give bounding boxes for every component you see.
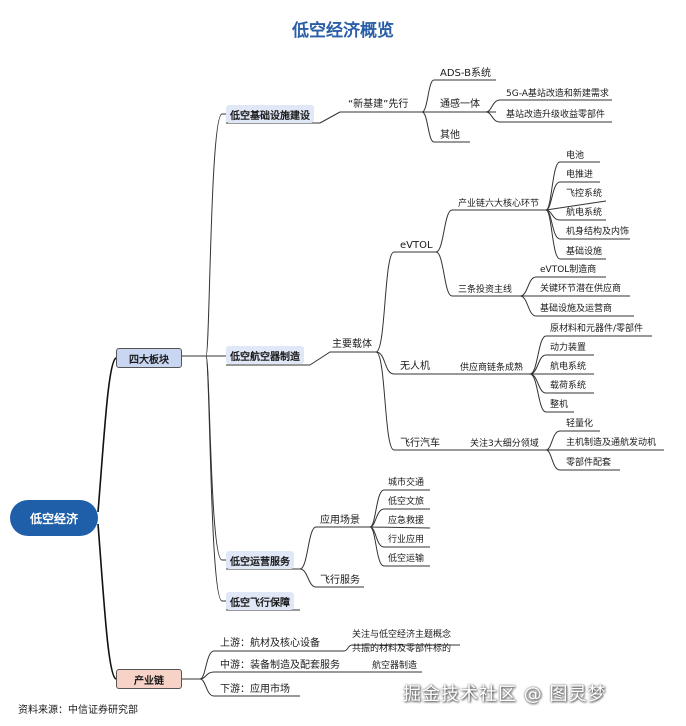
node-sensing-item: 5G-A基站改造和新建需求 — [506, 89, 609, 99]
node-midstream: 中游：装备制造及配套服务 — [220, 660, 340, 671]
node-flying-car: 飞行汽车 — [400, 438, 440, 449]
node-upstream-note: 关注与低空经济主题概念 — [352, 630, 452, 640]
list-item: eVTOL制造商 — [540, 265, 597, 275]
node-other: 其他 — [440, 130, 460, 141]
list-item: 低空运输 — [388, 554, 425, 564]
list-item: 动力装置 — [550, 343, 587, 353]
list-item: 载荷系统 — [550, 381, 587, 391]
watermark: 掘金技术社区 @ 图灵梦 — [403, 684, 607, 705]
node-midstream-note: 航空器制造 — [372, 661, 418, 671]
list-item: 行业应用 — [388, 535, 425, 545]
node-downstream: 下游：应用市场 — [220, 684, 290, 695]
branch-four-sections: 四大板块 — [116, 348, 182, 368]
list-item: 航电系统 — [550, 362, 587, 372]
list-item: 电池 — [566, 151, 585, 161]
node-sensing: 通感一体 — [440, 99, 480, 110]
branch-industry-chain: 产业链 — [116, 669, 182, 689]
list-item: 飞控系统 — [566, 189, 603, 199]
node-scenes: 应用场景 — [320, 515, 360, 526]
list-item: 零部件配套 — [566, 458, 612, 468]
list-item: 基础设施 — [566, 247, 603, 257]
list-item: 关键环节潜在供应商 — [540, 284, 622, 294]
node-new-infra: “新基建”先行 — [348, 99, 409, 110]
root-node: 低空经济 — [10, 500, 98, 536]
list-item: 机身结构及内饰 — [566, 227, 630, 237]
node-six-links: 产业链六大核心环节 — [458, 199, 540, 209]
category-aircraft: 低空航空器制造 — [226, 346, 304, 364]
list-item: 原材料和元器件/零部件 — [550, 324, 644, 334]
node-adsb: ADS-B系统 — [440, 68, 492, 79]
page-title: 低空经济概览 — [292, 21, 394, 41]
list-item: 应急救援 — [388, 516, 425, 526]
list-item: 整机 — [550, 400, 569, 410]
node-flight-service: 飞行服务 — [320, 575, 360, 586]
node-three-segments: 关注3大细分领域 — [470, 439, 539, 449]
node-three-lines: 三条投资主线 — [458, 285, 513, 295]
list-item: 城市交通 — [388, 478, 425, 488]
node-sensing-item: 基站改造升级收益零部件 — [506, 110, 606, 120]
node-drone: 无人机 — [400, 361, 430, 372]
category-infrastructure: 低空基础设施建设 — [226, 105, 314, 123]
list-item: 电推进 — [566, 170, 594, 180]
node-main-carrier: 主要载体 — [332, 339, 372, 350]
list-item: 航电系统 — [566, 208, 603, 218]
category-support: 低空飞行保障 — [226, 592, 294, 610]
node-upstream: 上游：航材及核心设备 — [220, 638, 320, 649]
source-note: 资料来源：中信证券研究部 — [18, 705, 138, 716]
node-evtol: eVTOL — [400, 240, 433, 251]
list-item: 基础设施及运营商 — [540, 304, 613, 314]
node-supply-chain: 供应商链条成熟 — [460, 363, 524, 373]
list-item: 轻量化 — [566, 419, 594, 429]
node-upstream-note: 共振的材料及零部件标的 — [352, 644, 452, 654]
list-item: 低空文旅 — [388, 497, 425, 507]
category-operation: 低空运营服务 — [226, 551, 294, 569]
list-item: 主机制造及通航发动机 — [566, 438, 657, 448]
